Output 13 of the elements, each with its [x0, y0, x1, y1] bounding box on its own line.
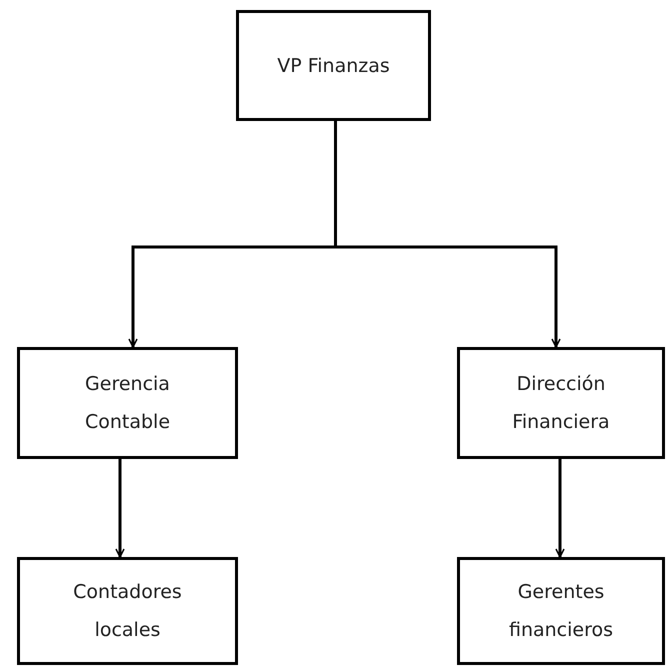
arrow [334, 121, 561, 348]
arrow [115, 459, 125, 558]
org-box [457, 557, 665, 665]
arrow [555, 459, 565, 558]
role-label: Gerencia Contable [84, 372, 172, 435]
role-label: Dirección Financiera [511, 372, 611, 435]
org-box [457, 347, 665, 459]
role-label: Contadores locales [72, 580, 183, 643]
role-label: VP Finanzas [277, 54, 390, 78]
org-box [17, 557, 238, 665]
role-label: Gerentes financieros [508, 580, 614, 643]
org-box [236, 10, 431, 121]
org-box [17, 347, 238, 459]
